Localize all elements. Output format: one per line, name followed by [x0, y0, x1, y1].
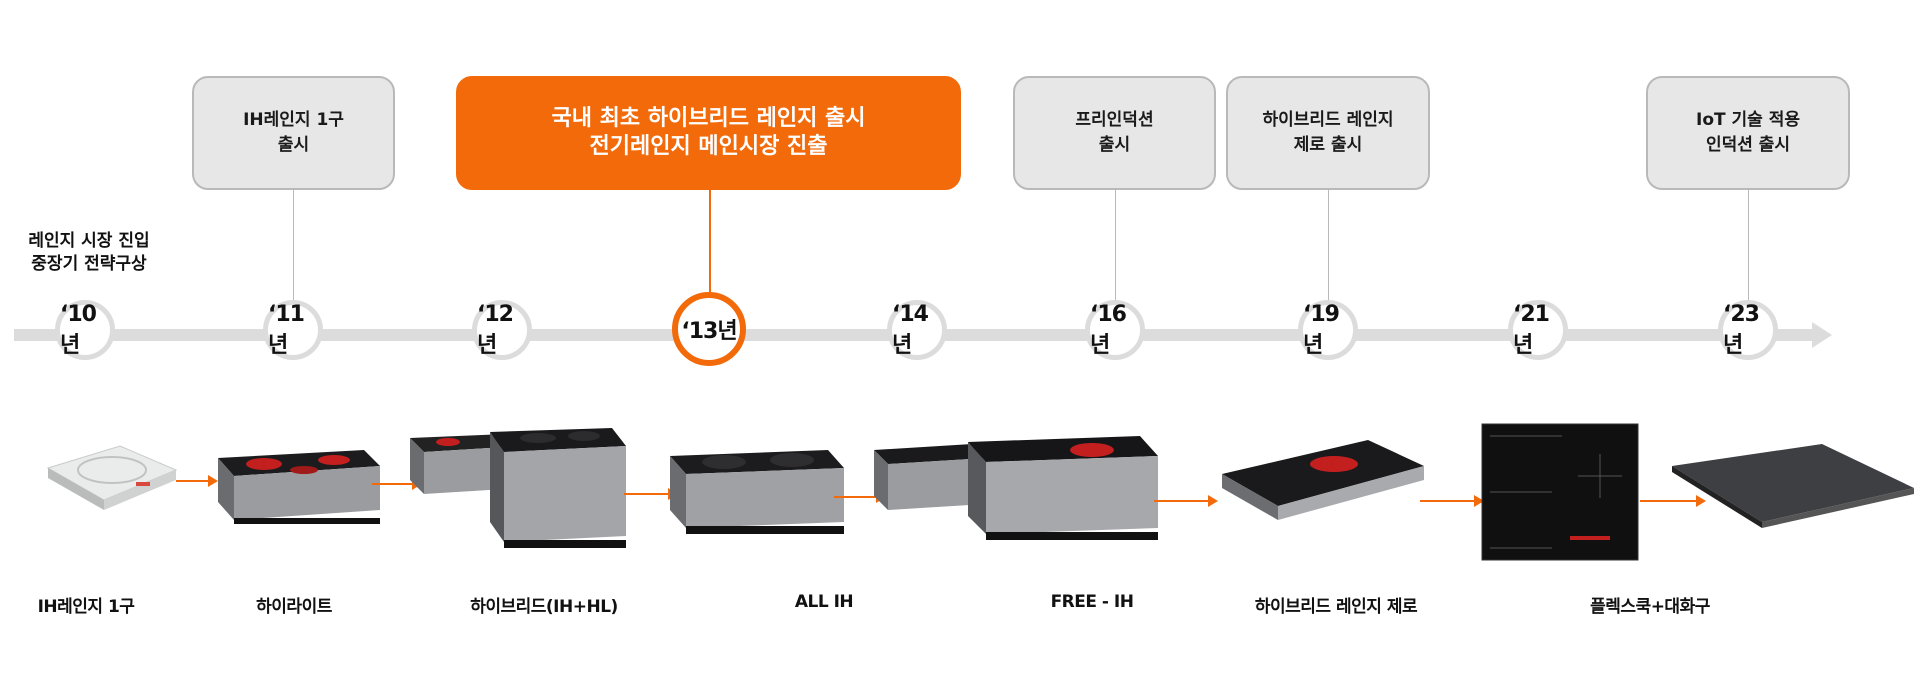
year-node: ‘21년 [1508, 300, 1568, 360]
year-node: ‘11년 [263, 300, 323, 360]
all-ih-cooktop-icon [670, 450, 844, 534]
connector-line [1115, 190, 1116, 310]
connector-line [1748, 190, 1749, 310]
year-node: ‘14년 [887, 300, 947, 360]
milestone-box: 프리인덕션 출시 [1013, 76, 1216, 190]
product-label: 하이라이트 [256, 597, 332, 617]
product-label: 플렉스쿡+대화구 [1590, 597, 1710, 617]
year-node: ‘10년 [55, 300, 115, 360]
free-ih-cooktop-icon [874, 436, 1158, 540]
single-ih-cooktop-icon [46, 445, 178, 510]
year-node: ‘19년 [1298, 300, 1358, 360]
milestone-box-highlight: 국내 최초 하이브리드 레인지 출시 전기레인지 메인시장 진출 [456, 76, 961, 190]
year-node: ‘16년 [1085, 300, 1145, 360]
hybrid-zero-cooktop-icon [1222, 440, 1424, 520]
product-label: ALL IH [794, 592, 854, 612]
flexcook-cooktop-icon [1481, 423, 1914, 561]
hybrid-cooktop-icon [410, 428, 626, 548]
milestone-box: IH레인지 1구 출시 [192, 76, 395, 190]
highlight-cooktop-icon [218, 450, 380, 524]
flow-arrow-icon [1420, 495, 1484, 507]
milestone-box: 하이브리드 레인지 제로 출시 [1226, 76, 1430, 190]
timeline-arrow-icon [1812, 322, 1832, 348]
flow-arrow-icon [1154, 495, 1218, 507]
connector-line-highlight [709, 190, 711, 296]
product-label: 하이브리드 레인지 제로 [1254, 597, 1418, 617]
product-label: IH레인지 1구 [37, 597, 135, 617]
year-node: ‘23년 [1718, 300, 1778, 360]
connector-line [1328, 190, 1329, 310]
flow-arrow-icon [1640, 495, 1706, 507]
milestone-box: IoT 기술 적용 인덕션 출시 [1646, 76, 1850, 190]
product-label: FREE - IH [1050, 592, 1134, 612]
entry-note: 레인지 시장 진입 중장기 전략구상 [28, 231, 150, 274]
year-node-highlight: ‘13년 [672, 292, 746, 366]
product-label: 하이브리드(IH+HL) [470, 597, 618, 617]
year-node: ‘12년 [472, 300, 532, 360]
flow-arrow-icon [176, 475, 218, 487]
connector-line [293, 190, 294, 310]
